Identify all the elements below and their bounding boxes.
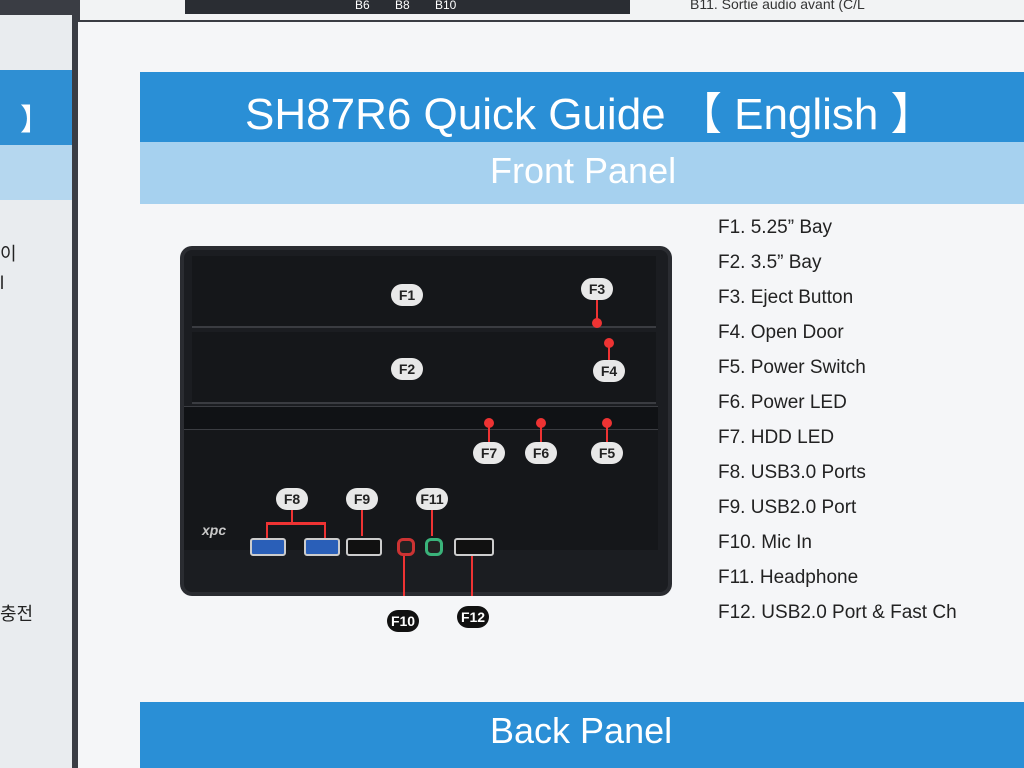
pin-f9 xyxy=(361,510,363,536)
legend-item: F6. Power LED xyxy=(718,392,847,413)
top-board-image: B6 B8 B10 xyxy=(185,0,630,14)
legend-item: F9. USB2.0 Port xyxy=(718,497,857,518)
section-header-back: Back Panel xyxy=(140,702,1024,768)
title-header: SH87R6 Quick Guide 【 English 】 xyxy=(140,72,1024,142)
callout-f9: F9 xyxy=(346,488,378,510)
pin-f8-right xyxy=(324,522,326,538)
page-title: SH87R6 Quick Guide 【 English 】 xyxy=(245,90,935,139)
mic-jack xyxy=(397,538,415,556)
top-label-b6: B6 xyxy=(355,0,370,12)
top-label-b10: B10 xyxy=(435,0,457,12)
callout-f11: F11 xyxy=(416,488,448,510)
headphone-jack xyxy=(425,538,443,556)
callout-f10: F10 xyxy=(387,610,419,632)
dot-f3 xyxy=(592,318,602,328)
legend-item: F10. Mic In xyxy=(718,532,812,553)
pin-f11 xyxy=(431,510,433,536)
left-fragment-3: 충전 xyxy=(0,604,34,624)
top-strip: B6 B8 B10 B11. Sortie audio avant (C/L xyxy=(80,0,1024,20)
callout-f6: F6 xyxy=(525,442,557,464)
left-bracket: 】 xyxy=(20,104,50,137)
section-title-back: Back Panel xyxy=(490,710,673,751)
top-strip-text: B11. Sortie audio avant (C/L xyxy=(690,0,865,12)
left-fragment-2: l xyxy=(0,273,4,293)
legend-item: F8. USB3.0 Ports xyxy=(718,462,866,483)
guide-page: SH87R6 Quick Guide 【 English 】 Front Pan… xyxy=(78,22,1024,768)
callout-f2: F2 xyxy=(391,358,423,380)
legend-item: F11. Headphone xyxy=(718,567,859,588)
legend-item: F2. 3.5” Bay xyxy=(718,252,822,273)
pin-f5 xyxy=(606,426,608,444)
section-header-front: Front Panel xyxy=(140,142,1024,204)
pin-f6 xyxy=(540,426,542,444)
callout-f8: F8 xyxy=(276,488,308,510)
pin-f3 xyxy=(596,300,598,320)
callout-f12: F12 xyxy=(457,606,489,628)
callout-f1: F1 xyxy=(391,284,423,306)
pin-f8 xyxy=(291,510,293,524)
bay-35 xyxy=(192,332,656,404)
legend-item: F3. Eject Button xyxy=(718,287,854,308)
legend-item: F1. 5.25” Bay xyxy=(718,217,833,238)
pin-f10 xyxy=(403,556,405,596)
legend-item: F7. HDD LED xyxy=(718,427,835,448)
dot-f4 xyxy=(604,338,614,348)
pin-f8-left xyxy=(266,522,268,538)
dot-f5 xyxy=(602,418,612,428)
bay-525 xyxy=(192,256,656,328)
left-page: 】 이 l 충전 xyxy=(0,15,72,768)
section-title-front: Front Panel xyxy=(490,150,677,191)
left-page-subheader xyxy=(0,145,72,200)
usb3-port-2 xyxy=(304,538,340,556)
usb2-charge-port xyxy=(454,538,494,556)
usb2-port xyxy=(346,538,382,556)
pin-f8-bar xyxy=(266,522,326,525)
usb3-port-1 xyxy=(250,538,286,556)
callout-f3: F3 xyxy=(581,278,613,300)
callout-f5: F5 xyxy=(591,442,623,464)
dot-f7 xyxy=(484,418,494,428)
legend-item: F4. Open Door xyxy=(718,322,844,343)
legend-list: F1. 5.25” Bay F2. 3.5” Bay F3. Eject But… xyxy=(718,217,1024,637)
brand-logo: xpc xyxy=(202,522,227,538)
left-fragment-1: 이 xyxy=(0,244,17,264)
legend-item: F5. Power Switch xyxy=(718,357,866,378)
front-panel-image: xpc F1 F2 F3 F4 F7 F6 F5 F8 F9 F11 xyxy=(184,250,668,596)
callout-f4: F4 xyxy=(593,360,625,382)
pin-f4 xyxy=(608,346,610,360)
left-page-header: 】 xyxy=(0,70,72,145)
top-label-b8: B8 xyxy=(395,0,410,12)
dot-f6 xyxy=(536,418,546,428)
pin-f12 xyxy=(471,556,473,596)
callout-f7: F7 xyxy=(473,442,505,464)
led-strip xyxy=(184,406,658,430)
pin-f7 xyxy=(488,426,490,444)
legend-item: F12. USB2.0 Port & Fast Ch xyxy=(718,602,957,623)
